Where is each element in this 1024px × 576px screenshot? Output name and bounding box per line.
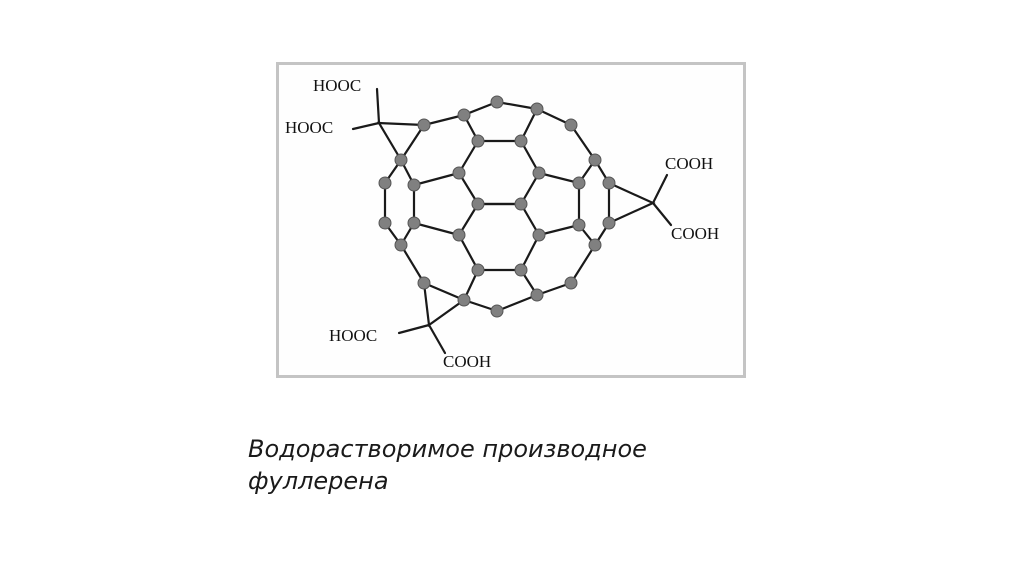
carbon-atom — [572, 218, 586, 232]
carbon-atom — [588, 238, 602, 252]
lower-left-ring — [399, 221, 466, 302]
carboxyl-group-labels: HOOC HOOC COOH COOH HOOC COOH — [285, 76, 719, 371]
figure-caption: Водорастворимое производное фуллерена — [248, 433, 768, 497]
left-inner-ring — [412, 171, 461, 237]
carbon-atom — [572, 176, 586, 190]
caption-line-2: фуллерена — [248, 467, 389, 495]
label-hooc-top-2: HOOC — [285, 118, 333, 137]
bottom-bond-1 — [397, 323, 431, 335]
caption-line-1: Водорастворимое производное — [248, 435, 647, 463]
top-left-bond-2 — [351, 121, 381, 131]
fullerene-structure-diagram: HOOC HOOC COOH COOH HOOC COOH — [285, 76, 719, 371]
carbon-atom — [564, 118, 578, 132]
top-left-bond-1 — [375, 87, 381, 125]
central-hexagon-lower — [457, 202, 541, 272]
carbon-atom — [564, 276, 578, 290]
left-edge-ring — [383, 158, 403, 247]
molecule-atoms — [378, 95, 616, 318]
right-bond-1 — [651, 173, 669, 205]
carbon-atom — [514, 134, 528, 148]
carbon-atom — [378, 216, 392, 230]
carbon-atom — [378, 176, 392, 190]
carbon-atom — [417, 276, 431, 290]
carbon-atom — [407, 216, 421, 230]
upper-right-ring — [535, 107, 597, 185]
label-cooh-right-2: COOH — [671, 224, 719, 243]
carbon-atom — [490, 304, 504, 318]
label-hooc-bottom: HOOC — [329, 326, 377, 345]
carbon-atom — [602, 216, 616, 230]
central-hexagon-upper — [457, 139, 541, 206]
label-cooh-right-1: COOH — [665, 154, 713, 173]
lower-right-ring — [535, 223, 597, 297]
upper-left-ring — [399, 113, 466, 187]
carbon-atom — [530, 288, 544, 302]
carbon-atom — [407, 178, 421, 192]
carbon-atom — [457, 293, 471, 307]
carbon-atom — [490, 95, 504, 109]
carbon-atom — [532, 166, 546, 180]
carbon-atom — [588, 153, 602, 167]
right-cyclopropane — [607, 181, 656, 225]
carbon-atom — [394, 153, 408, 167]
carbon-atom — [452, 166, 466, 180]
right-bond-2 — [651, 201, 673, 227]
carbon-atom — [452, 228, 466, 242]
top-ring — [462, 100, 539, 143]
right-edge-ring — [593, 158, 611, 247]
bottom-cyclopropane — [422, 281, 466, 327]
carbon-atom — [394, 238, 408, 252]
label-cooh-bottom: COOH — [443, 352, 491, 371]
molecule-bonds — [351, 87, 673, 355]
carbon-atom — [514, 197, 528, 211]
carbon-atom — [471, 197, 485, 211]
carbon-atom — [471, 263, 485, 277]
carbon-atom — [457, 108, 471, 122]
fullerene-diagram-frame: HOOC HOOC COOH COOH HOOC COOH — [276, 62, 746, 378]
carbon-atom — [532, 228, 546, 242]
bottom-ring — [462, 268, 539, 313]
label-hooc-top-1: HOOC — [313, 76, 361, 95]
carbon-atom — [602, 176, 616, 190]
bottom-bond-2 — [427, 323, 447, 355]
right-inner-ring — [537, 171, 581, 237]
carbon-atom — [514, 263, 528, 277]
carbon-atom — [471, 134, 485, 148]
carbon-atom — [417, 118, 431, 132]
carbon-atom — [530, 102, 544, 116]
